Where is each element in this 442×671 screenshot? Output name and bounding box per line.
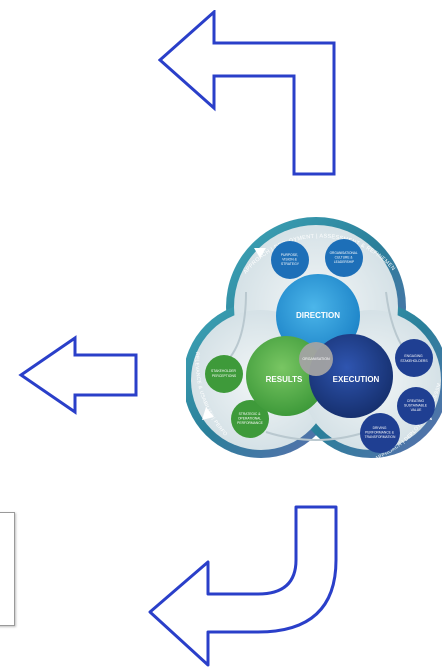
driving-label: DRIVING PERFORMANCE & TRANSFORMATION xyxy=(365,426,396,439)
curved-arrow-down-left-outline xyxy=(148,505,338,667)
curved-arrow-down-left-icon xyxy=(148,505,338,667)
organisation-circle xyxy=(299,342,333,376)
creating-circle xyxy=(397,387,435,425)
driving-circle xyxy=(360,413,400,453)
bent-arrow-up-left-icon xyxy=(158,10,336,176)
organisation-label: ORGANISATION xyxy=(302,357,330,361)
stakeholder-circle xyxy=(205,355,243,393)
left-arrow-outline xyxy=(18,335,138,415)
purpose-label: PURPOSE, VISION & STRATEGY xyxy=(281,253,300,266)
engaging-label: ENGAGING STAKEHOLDERS xyxy=(400,354,428,363)
engaging-circle xyxy=(395,339,433,377)
results-label: RESULTS xyxy=(266,375,303,384)
strategic-label: STRATEGIC & OPERATIONAL PERFORMANCE xyxy=(237,412,263,425)
strategic-circle xyxy=(231,400,269,438)
execution-label: EXECUTION xyxy=(333,375,380,384)
left-arrow-icon xyxy=(18,335,138,415)
stakeholder-label: STAKEHOLDER PERCEPTIONS xyxy=(211,369,237,378)
purpose-circle xyxy=(271,241,309,279)
creating-label: CREATING SUSTAINABLE VALUE xyxy=(404,399,428,412)
culture-circle xyxy=(325,239,363,277)
bent-arrow-up-left-outline xyxy=(158,10,336,176)
efqm-model-diagram: APPROACH | DEPLOYMENT | ASSESSMENT & REF… xyxy=(186,212,442,462)
frame-fragment xyxy=(0,512,15,626)
direction-label: DIRECTION xyxy=(296,311,340,320)
culture-label: ORGANISATIONAL CULTURE & LEADERSHIP xyxy=(330,251,359,264)
